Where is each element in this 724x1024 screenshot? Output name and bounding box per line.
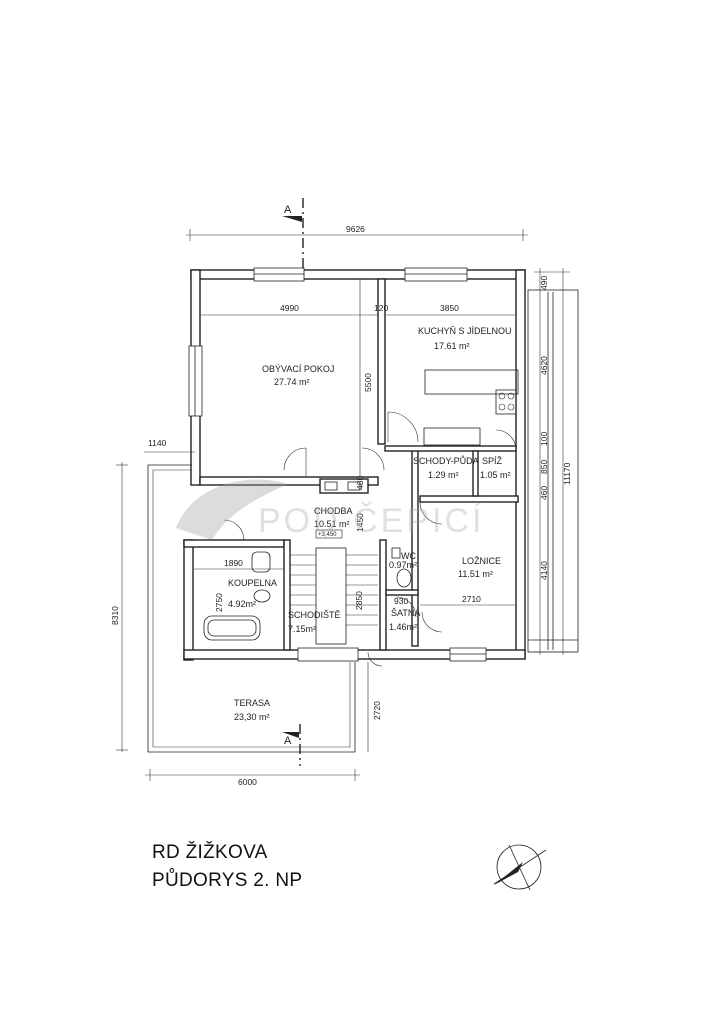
svg-text:6000: 6000 (238, 777, 257, 787)
exterior-walls (183, 267, 526, 662)
staircase (290, 547, 378, 645)
svg-text:9626: 9626 (346, 224, 365, 234)
svg-text:4620: 4620 (539, 356, 549, 375)
room-spiz-area: 1.05 m² (480, 470, 511, 480)
svg-text:4990: 4990 (280, 303, 299, 313)
section-marker-bottom: A (282, 724, 301, 766)
level-mark: +3,450 (318, 532, 337, 538)
svg-text:2720: 2720 (372, 701, 382, 720)
room-schodiste-area: 7.15m² (288, 624, 316, 634)
watermark-text: POD ČEPICÍ (258, 502, 484, 540)
svg-text:1890: 1890 (224, 558, 243, 568)
room-kuchyn-area: 17.61 m² (434, 341, 470, 351)
room-wc-name: WC (401, 551, 416, 561)
room-terasa-name: TERASA (234, 698, 270, 708)
page-title: RD ŽIŽKOVA (152, 842, 268, 863)
room-satna-name: ŠATNA (391, 608, 420, 618)
room-loznice-name: LOŽNICE (462, 556, 501, 566)
svg-text:120: 120 (374, 303, 388, 313)
svg-text:8310: 8310 (110, 606, 120, 625)
svg-text:460: 460 (539, 486, 549, 500)
dimension-right: 490 4620 100 850 460 4140 11170 (534, 268, 572, 655)
room-chodba-area: 10.51 m² (314, 519, 350, 529)
inner-dimensions: 4990 120 3850 5500 480 1450 1890 2750 28… (193, 279, 516, 612)
north-arrow-icon (493, 844, 547, 891)
svg-text:4140: 4140 (539, 561, 549, 580)
terrace-outline (147, 464, 356, 753)
room-wc-area: 0.97m² (389, 560, 417, 570)
watermark: POD ČEPICÍ (176, 479, 484, 540)
section-label-top: A (284, 204, 292, 216)
svg-text:3850: 3850 (440, 303, 459, 313)
room-kuchyn-name: KUCHYŇ S JÍDELNOU (418, 326, 512, 336)
svg-text:1140: 1140 (148, 438, 167, 448)
room-schody-name: SCHODY-PŮDA (413, 455, 479, 466)
dimension-top-total: 9626 (186, 224, 528, 241)
svg-text:2750: 2750 (214, 593, 224, 612)
room-spiz-name: SPÍŽ (482, 456, 503, 466)
bathroom-fixtures (203, 547, 412, 641)
section-marker-top: A (282, 198, 304, 268)
room-loznice-area: 11.51 m² (458, 569, 493, 579)
svg-text:930: 930 (394, 596, 408, 606)
room-schodiste-name: SCHODIŠTĚ (288, 610, 341, 620)
room-koupelna-name: KOUPELNA (228, 578, 277, 588)
svg-text:5500: 5500 (363, 373, 373, 392)
svg-text:490: 490 (539, 276, 549, 290)
room-chodba-name: CHODBA (314, 506, 353, 516)
room-obyvaci-area: 27.74 m² (274, 377, 310, 387)
svg-text:480: 480 (355, 476, 365, 490)
room-koupelna-area: 4.92m² (228, 599, 256, 609)
page-subtitle: PŮDORYS 2. NP (152, 870, 303, 891)
room-terasa-area: 23,30 m² (234, 712, 270, 722)
door-swings (223, 411, 517, 667)
room-schody-area: 1.29 m² (428, 470, 459, 480)
svg-text:2850: 2850 (354, 591, 364, 610)
svg-text:1450: 1450 (355, 513, 365, 532)
svg-text:850: 850 (539, 460, 549, 474)
room-satna-area: 1.46m² (389, 622, 417, 632)
svg-text:11170: 11170 (562, 462, 572, 485)
svg-text:2710: 2710 (462, 594, 481, 604)
room-obyvaci-name: OBÝVACÍ POKOJ (262, 364, 334, 374)
svg-text:100: 100 (539, 432, 549, 446)
section-label-bottom: A (284, 735, 292, 747)
dimension-bottom: 6000 2720 (145, 662, 382, 787)
room-labels: OBÝVACÍ POKOJ 27.74 m² KUCHYŇ S JÍDELNOU… (228, 326, 512, 722)
dimension-left: 8310 1140 (110, 438, 195, 752)
